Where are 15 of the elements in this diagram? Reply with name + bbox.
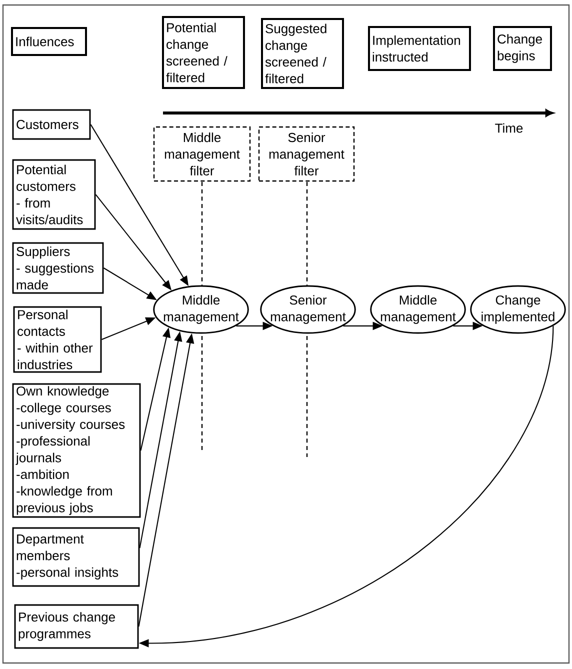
axis-label: Time bbox=[495, 123, 523, 133]
stage-box: Change begins bbox=[493, 26, 552, 72]
influence-box: Customers bbox=[12, 109, 91, 140]
influence-box: Personal contacts - within other industries bbox=[13, 306, 102, 373]
stage-box: Implementation instructed bbox=[368, 26, 471, 72]
influence-box: Potential customers - from visits/audits bbox=[12, 159, 96, 230]
filter-box: Middle management filter bbox=[153, 126, 251, 182]
influence-box: Suppliers - suggestions made bbox=[12, 242, 104, 294]
influence-box: Department members -personal insights bbox=[12, 527, 140, 587]
stage-box: Potential change screened / filtered bbox=[162, 16, 245, 90]
influence-box: Own knowledge -college courses -university courses -professional journals -ambition -knowledge from previous jobs bbox=[12, 383, 141, 518]
heading-box: Influences bbox=[11, 27, 87, 56]
influence-box: Previous change programmes bbox=[14, 604, 139, 649]
stage-box: Suggested change screened / filtered bbox=[261, 18, 344, 89]
filter-box: Senior management filter bbox=[258, 126, 355, 182]
